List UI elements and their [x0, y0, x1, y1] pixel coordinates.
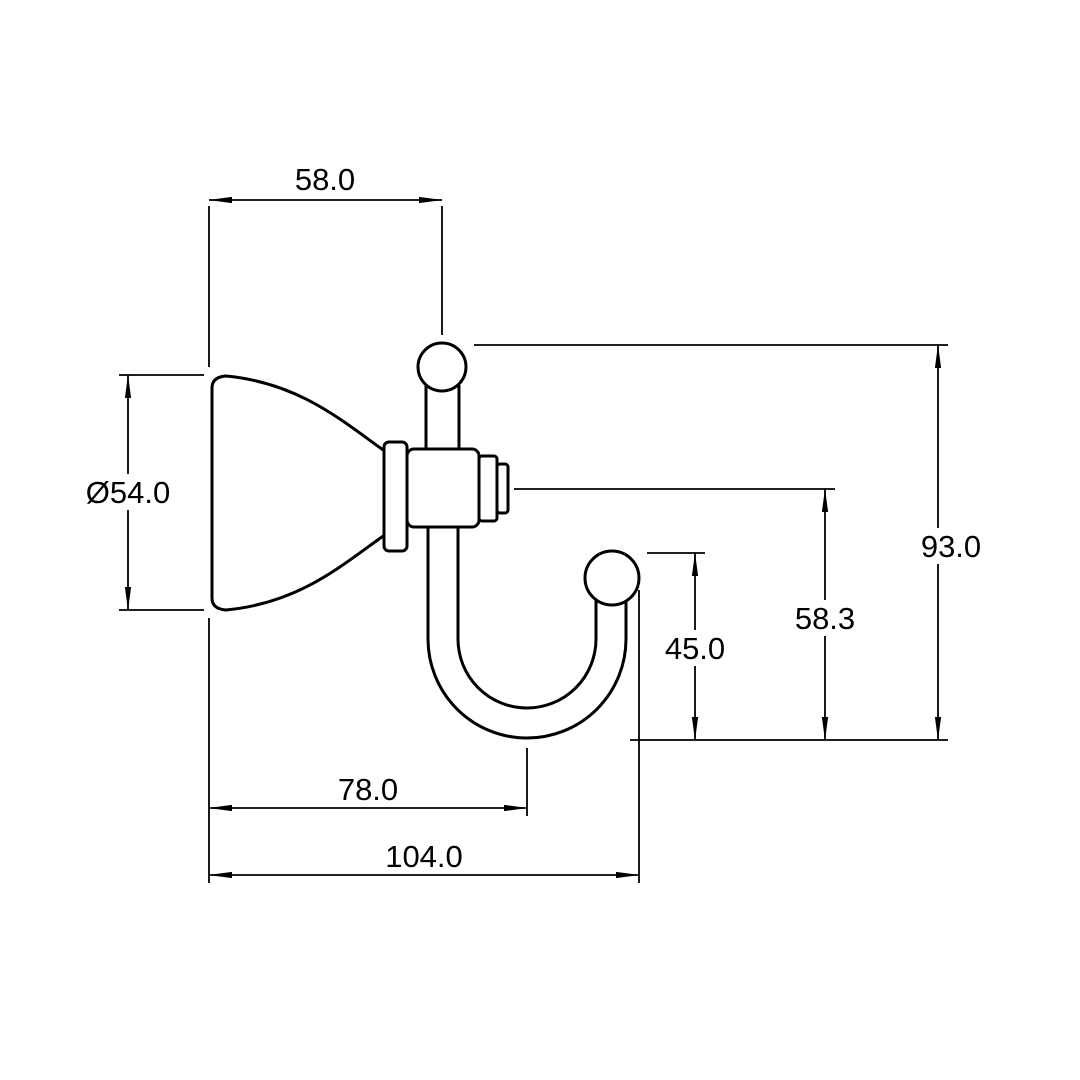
dimension-top-width: 58.0 [208, 162, 443, 367]
dim-label-overall-depth: 104.0 [385, 839, 463, 874]
dimension-upper-hook-height: 58.3 [514, 488, 864, 741]
dimensions: 58.0 Ø54.0 93.0 [80, 162, 991, 883]
dim-label-overall-height: 93.0 [921, 529, 981, 564]
boss-step-inner [495, 462, 510, 515]
dimension-hook-depth: 78.0 [208, 618, 528, 883]
dim-label-upper-hook-height: 58.3 [795, 601, 855, 636]
flange-outline [210, 374, 388, 612]
hook-ball-tip-icon [583, 549, 641, 607]
robe-hook-part [210, 341, 641, 740]
dimension-flange-diameter: Ø54.0 [80, 374, 204, 611]
dimension-overall-depth: 104.0 [208, 590, 640, 883]
dim-label-top-width: 58.0 [295, 162, 355, 197]
dimension-overall-height: 93.0 [474, 344, 991, 741]
collar-ring [382, 440, 409, 553]
top-post [424, 384, 461, 458]
top-ball-finial-icon [416, 341, 468, 393]
boss-step-outer [477, 454, 499, 523]
dim-label-hook-clearance: 45.0 [665, 631, 725, 666]
mount-block [405, 447, 481, 529]
hook-tube-core [429, 520, 625, 737]
dimension-hook-clearance: 45.0 [647, 552, 734, 741]
dim-label-flange-diameter: Ø54.0 [86, 475, 170, 510]
dim-label-hook-depth: 78.0 [338, 772, 398, 807]
